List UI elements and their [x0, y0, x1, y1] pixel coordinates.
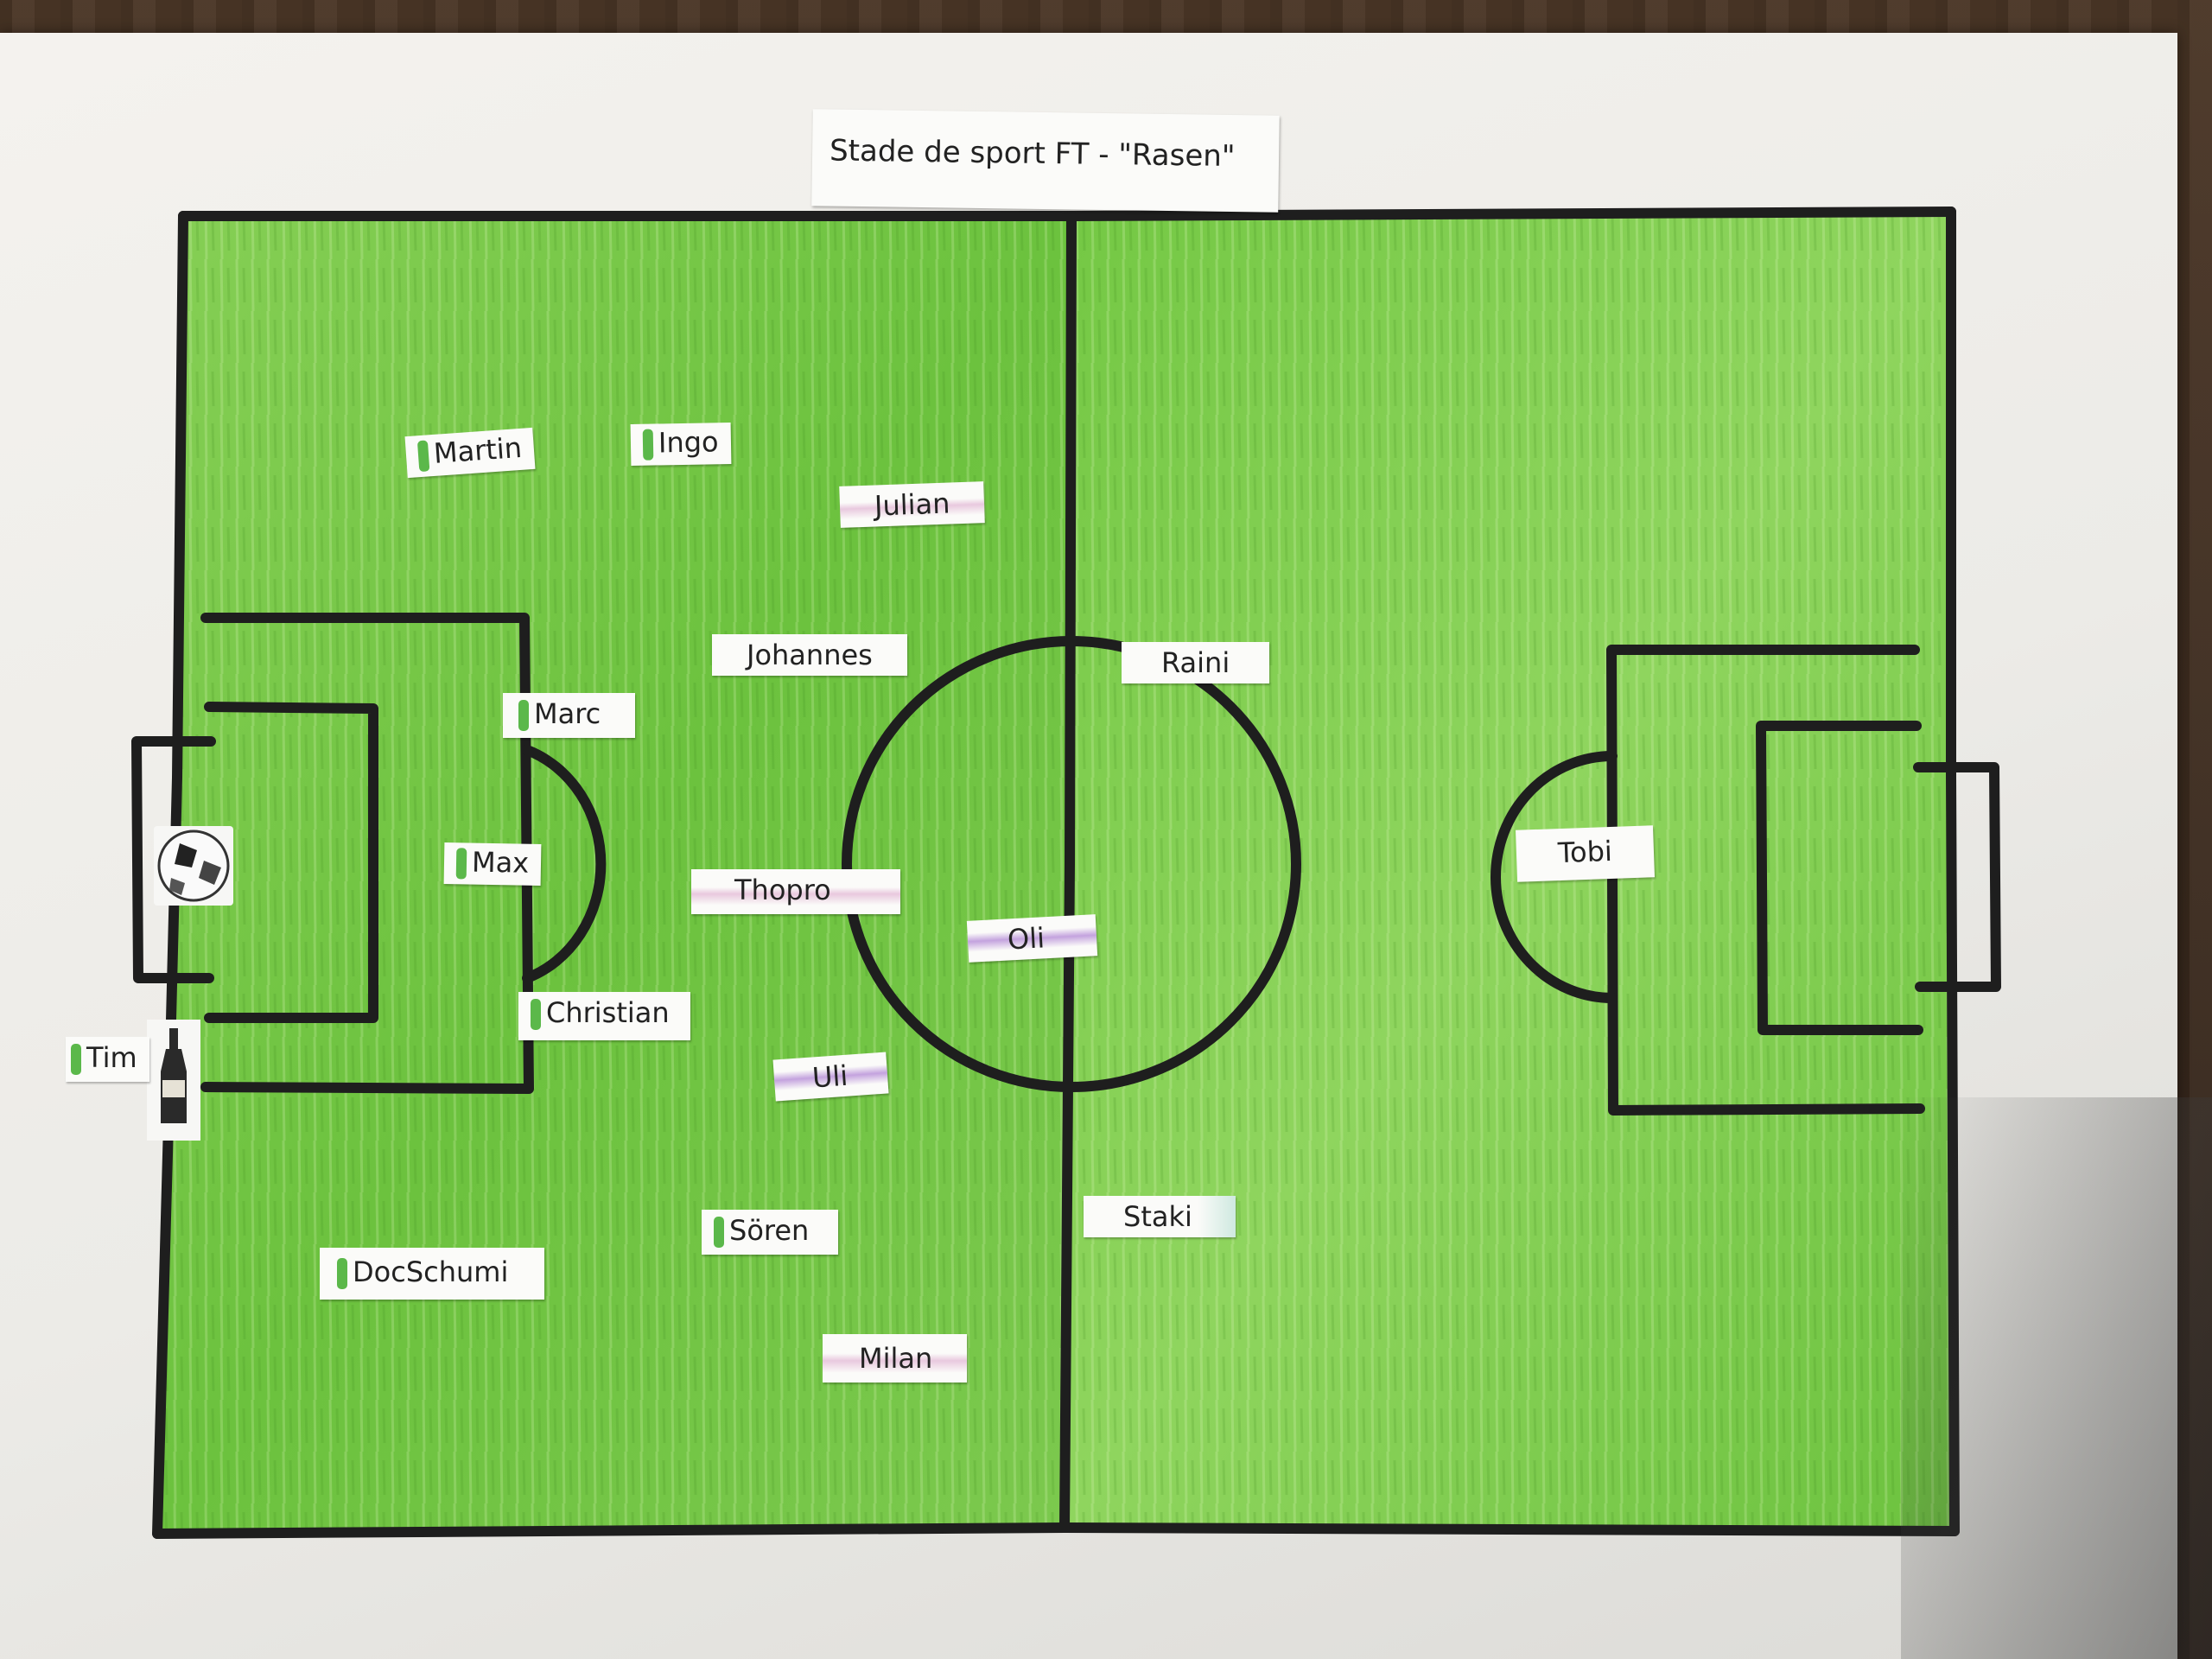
goal-right [1913, 762, 2001, 992]
player-label-uli: Uli [772, 1052, 889, 1102]
green-marker [642, 429, 654, 461]
player-name: Oli [1007, 921, 1046, 957]
goal-area-right [1756, 721, 1923, 1035]
player-name: Uli [810, 1058, 849, 1095]
title-card: Stade de sport FT - "Rasen" [811, 109, 1280, 213]
player-name: Johannes [747, 639, 873, 671]
player-name: Ingo [658, 425, 719, 460]
player-name: Tim [86, 1041, 137, 1074]
player-label-christian: Christian [518, 992, 690, 1040]
green-marker [455, 848, 467, 880]
center-circle [842, 636, 1301, 1092]
player-name: Staki [1123, 1200, 1192, 1233]
player-label-oli: Oli [966, 914, 1098, 963]
green-marker [714, 1217, 724, 1248]
player-name: Julian [874, 486, 951, 523]
player-name: DocSchumi [353, 1255, 509, 1288]
player-label-docschumi: DocSchumi [320, 1248, 545, 1300]
penalty-arc-right [1491, 751, 1618, 1003]
player-name: Christian [546, 996, 670, 1029]
player-label-milan: Milan [823, 1334, 968, 1382]
player-label-johannes: Johannes [712, 634, 907, 676]
beer-bottle-icon [147, 1020, 200, 1141]
goal-line-left [152, 211, 188, 1539]
player-label-martin: Martin [404, 427, 536, 479]
player-label-ingo: Ingo [630, 422, 732, 467]
green-marker [416, 440, 430, 473]
penalty-arc-left [522, 745, 607, 983]
player-name: Sören [729, 1214, 810, 1247]
green-marker [518, 700, 529, 731]
goal-area-left [204, 702, 378, 1023]
player-name: Max [471, 845, 530, 880]
pitch-title: Stade de sport FT - "Rasen" [829, 133, 1236, 175]
shadow-overlay [1901, 1097, 2212, 1659]
green-marker [337, 1258, 347, 1289]
player-label-staki: Staki [1084, 1196, 1236, 1237]
player-name: Milan [859, 1342, 933, 1375]
halfway-line [1059, 211, 1077, 1533]
green-marker [71, 1044, 81, 1075]
player-label-tobi: Tobi [1516, 825, 1655, 882]
player-label-raini: Raini [1122, 642, 1270, 683]
player-label-tim: Tim [66, 1037, 149, 1082]
green-marker [531, 999, 541, 1030]
player-label-julian: Julian [839, 481, 986, 528]
player-label-thopro: Thopro [691, 869, 900, 914]
player-label-marc: Marc [503, 693, 636, 738]
touchline-bottom [152, 1522, 1960, 1539]
player-label-soeren: Sören [702, 1210, 839, 1255]
player-name: Raini [1161, 646, 1230, 679]
goal-left [131, 736, 216, 983]
player-name: Thopro [734, 874, 831, 906]
player-name: Martin [432, 430, 524, 470]
player-label-max: Max [443, 842, 542, 886]
penalty-area-right [1606, 645, 1925, 1116]
player-name: Tobi [1557, 834, 1613, 870]
football-icon [154, 826, 233, 906]
player-name: Marc [534, 697, 601, 730]
